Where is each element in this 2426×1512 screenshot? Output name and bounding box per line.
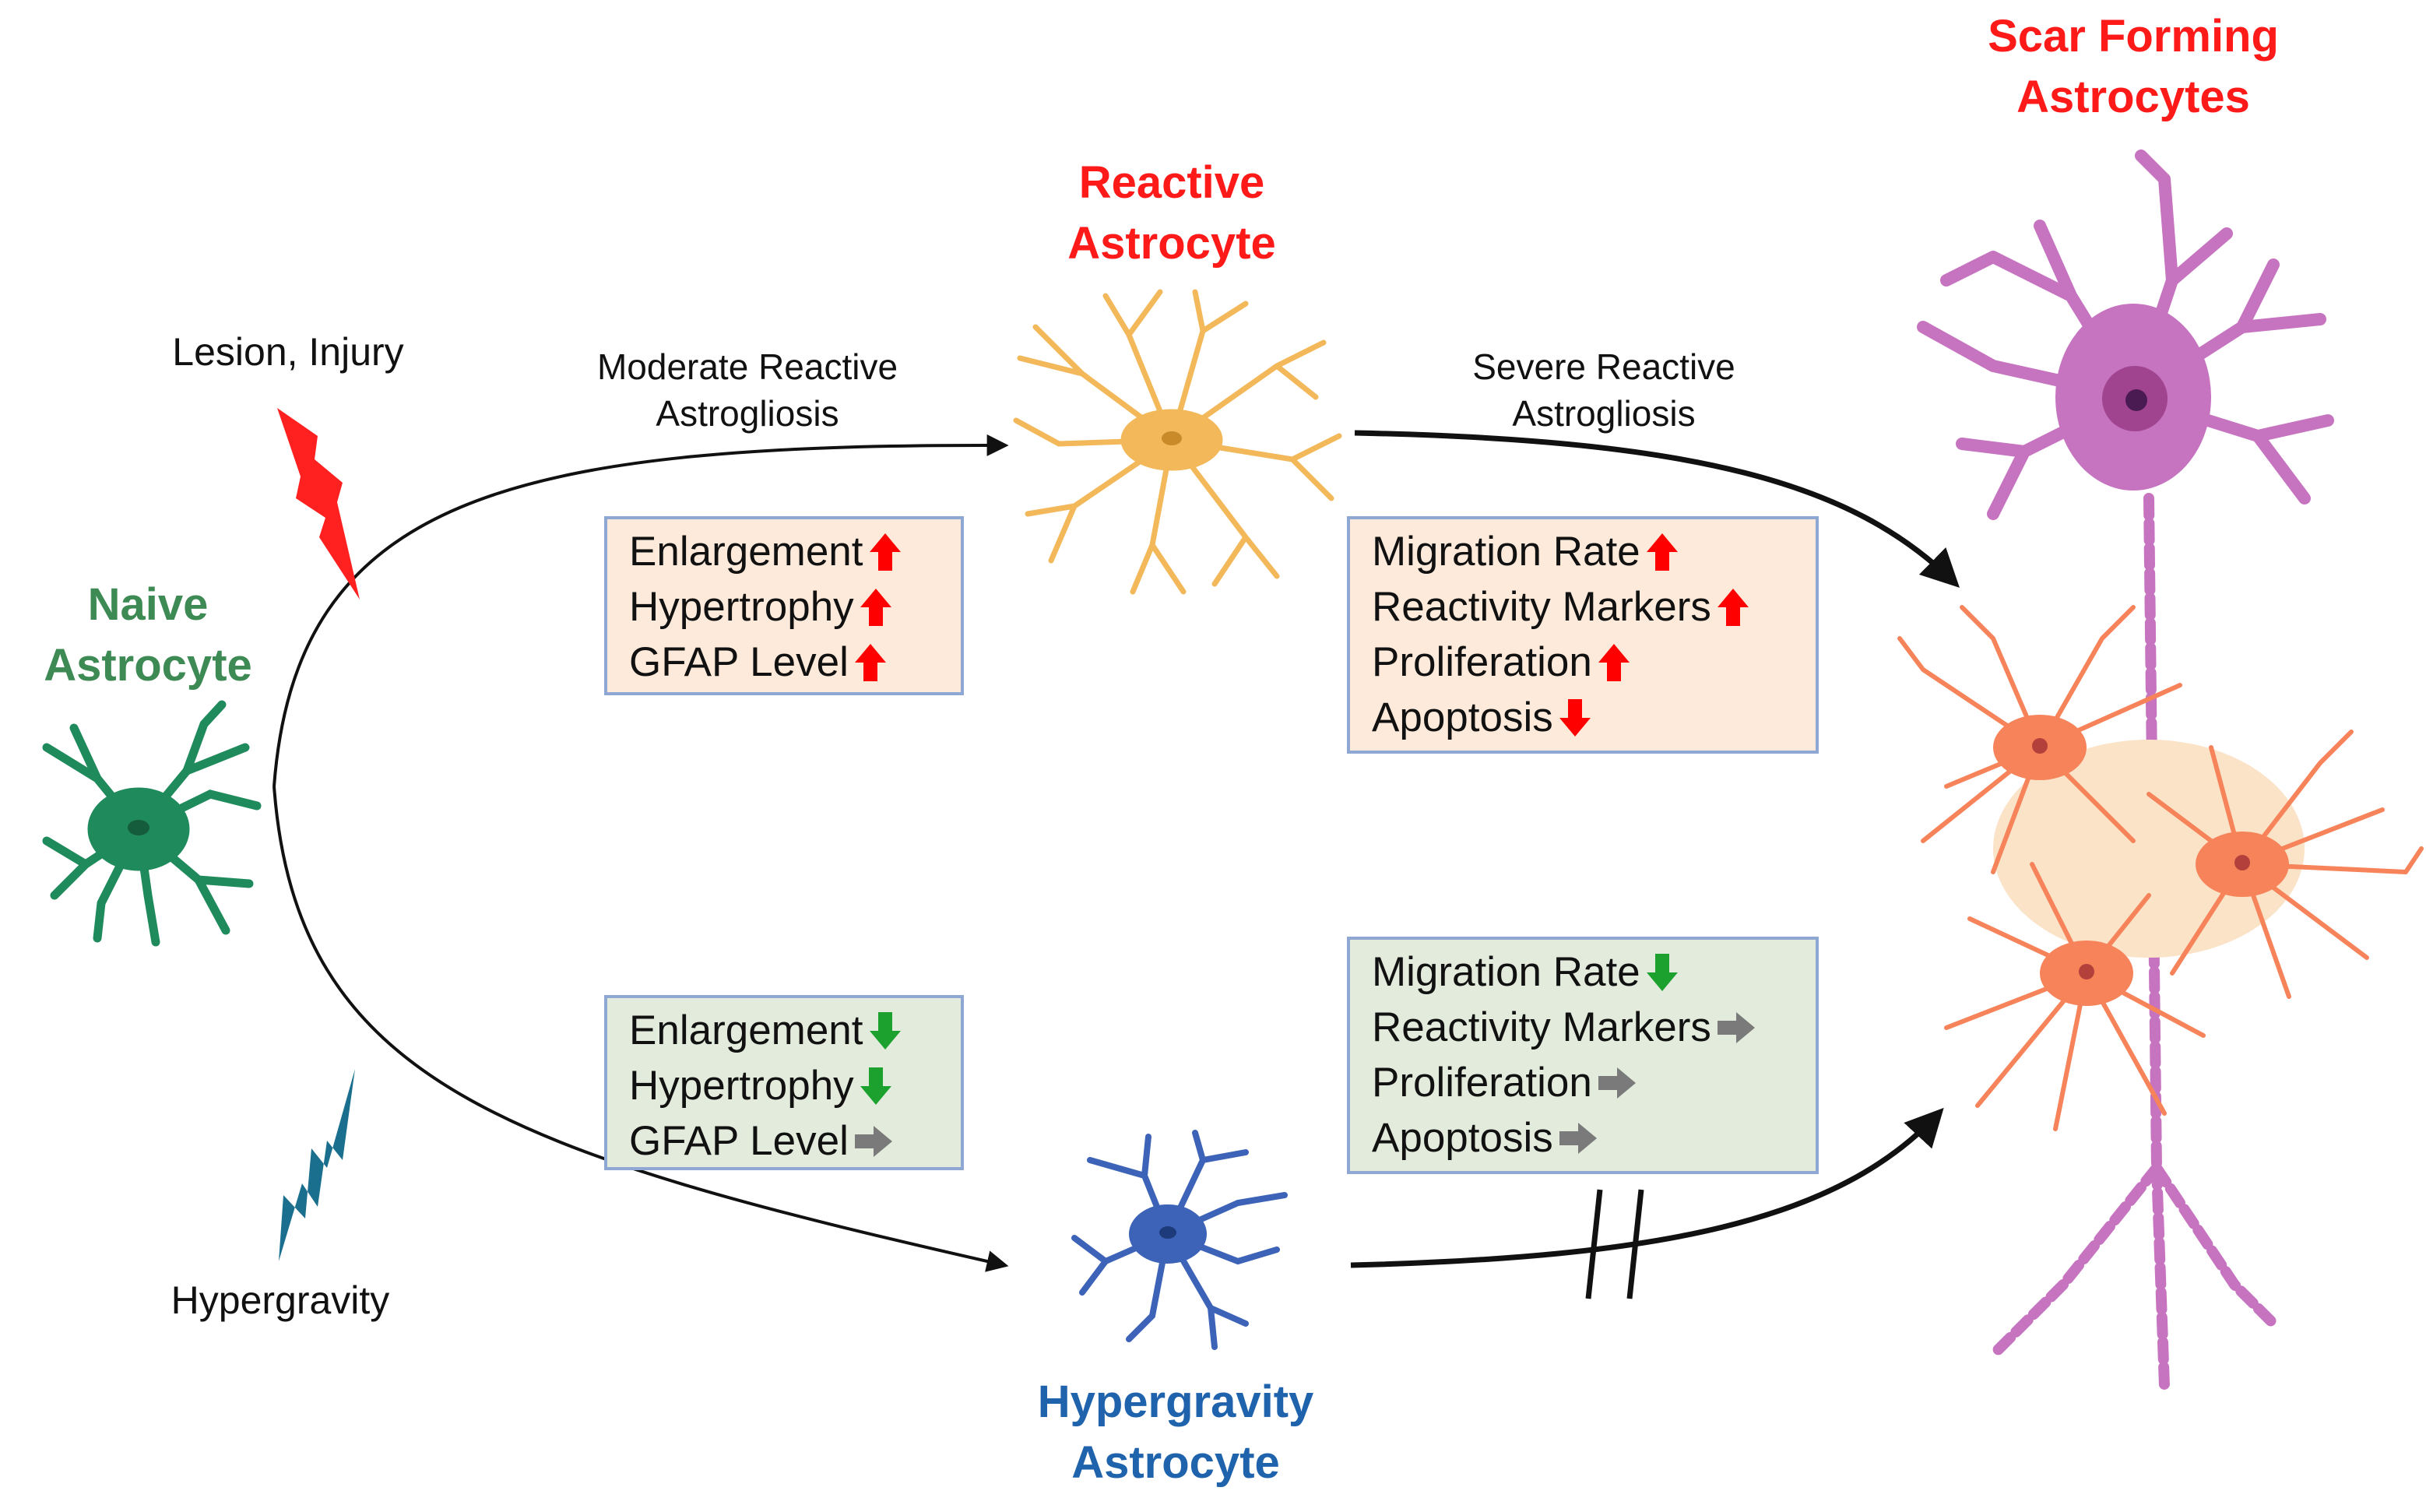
box-row: Reactivity Markers [1372, 579, 1816, 635]
trend-arrow-icon [1645, 532, 1679, 572]
box-row-text: Reactivity Markers [1372, 1004, 1711, 1050]
box-row: Migration Rate [1372, 944, 1816, 1000]
trend-arrow-icon [853, 642, 888, 683]
box-row: Hypertrophy [629, 1058, 961, 1113]
box-row-text: Hypertrophy [629, 584, 854, 630]
box-row-text: Hypertrophy [629, 1063, 854, 1109]
box-row: Enlargement [629, 524, 961, 579]
hyper-title-line1: Hypergravity [1037, 1377, 1314, 1427]
naive-astrocyte-icon [42, 700, 262, 947]
trend-arrow-icon [1716, 587, 1750, 628]
box-row: GFAP Level [629, 635, 961, 690]
box-row-text: Proliferation [1372, 639, 1592, 685]
moderate-label-line1: Moderate Reactive [596, 346, 898, 387]
naive-title: Naive Astrocyte [8, 575, 288, 697]
box-row-text: Apoptosis [1372, 1115, 1553, 1161]
trend-arrow-icon [859, 587, 893, 628]
scar-title-line1: Scar Forming [1988, 11, 2279, 62]
box-row: GFAP Level [629, 1113, 961, 1169]
box-row-text: Proliferation [1372, 1060, 1592, 1106]
split-arc-bottom [272, 786, 1009, 1272]
reactive-astrocyte-icon [1013, 289, 1342, 595]
trend-arrow-icon [853, 1124, 894, 1159]
trend-arrow-icon [1597, 1066, 1637, 1100]
trend-arrow-icon [859, 1066, 893, 1106]
box-row-text: Migration Rate [1372, 949, 1640, 995]
moderate-label-line2: Astrogliosis [656, 392, 839, 434]
block-symbol [1585, 1189, 1644, 1299]
scar-title: Scar Forming Astrocytes [1923, 6, 2343, 128]
reactive-right-box: Migration Rate Reactivity Markers Prolif… [1347, 516, 1819, 754]
hyper-right-box: Migration Rate Reactivity Markers Prolif… [1347, 937, 1819, 1174]
naive-title-line2: Astrocyte [44, 640, 252, 691]
reactive-title: Reactive Astrocyte [1012, 153, 1331, 275]
hypergravity-lightning-icon [279, 1069, 355, 1261]
severe-label-line1: Severe Reactive [1472, 346, 1735, 387]
reactive-title-line1: Reactive [1078, 157, 1265, 208]
box-row: Apoptosis [1372, 690, 1816, 745]
hypergravity-astrocyte-icon [1071, 1130, 1288, 1350]
box-row-text: GFAP Level [629, 639, 849, 685]
box-row-text: Reactivity Markers [1372, 584, 1711, 630]
reactive-title-line2: Astrocyte [1067, 218, 1276, 269]
box-row: Proliferation [1372, 635, 1816, 690]
hypergravity-label: Hypergravity [171, 1278, 390, 1322]
severe-label-line2: Astrogliosis [1512, 392, 1696, 434]
box-row-text: Enlargement [629, 529, 863, 575]
scar-title-line2: Astrocytes [2016, 72, 2250, 123]
box-row: Hypertrophy [629, 579, 961, 635]
box-row: Proliferation [1372, 1055, 1816, 1110]
box-row: Enlargement [629, 1003, 961, 1058]
box-row: Apoptosis [1372, 1110, 1816, 1166]
lesion-label: Lesion, Injury [172, 330, 404, 374]
trend-arrow-icon [1597, 642, 1631, 683]
box-row: Reactivity Markers [1372, 1000, 1816, 1055]
severe-label: Severe Reactive Astrogliosis [1401, 344, 1806, 438]
hyper-left-box: Enlargement Hypertrophy GFAP Level [604, 995, 964, 1170]
trend-arrow-icon [1558, 698, 1592, 738]
hyper-title-line2: Astrocyte [1071, 1437, 1280, 1489]
trend-arrow-icon [1558, 1121, 1598, 1155]
trend-arrow-icon [1716, 1011, 1756, 1045]
scar-astrocyte-cluster-icon [1897, 605, 2424, 1131]
box-row-text: GFAP Level [629, 1118, 849, 1164]
trend-arrow-icon [1645, 952, 1679, 993]
trend-arrow-icon [868, 1011, 902, 1051]
split-arc-top [272, 434, 1009, 787]
trend-arrow-icon [868, 532, 902, 572]
lesion-lightning-icon [277, 408, 360, 600]
reactive-left-box: Enlargement Hypertrophy GFAP Level [604, 516, 964, 695]
hyper-title: Hypergravity Astrocyte [981, 1372, 1370, 1494]
severe-arrow [1354, 430, 1960, 588]
naive-title-line1: Naive [87, 579, 209, 630]
moderate-label: Moderate Reactive Astrogliosis [545, 344, 950, 438]
box-row-text: Apoptosis [1372, 694, 1553, 740]
box-row: Migration Rate [1372, 524, 1816, 579]
box-row-text: Migration Rate [1372, 529, 1640, 575]
blocked-arrow [1350, 1107, 1944, 1268]
box-row-text: Enlargement [629, 1007, 863, 1053]
